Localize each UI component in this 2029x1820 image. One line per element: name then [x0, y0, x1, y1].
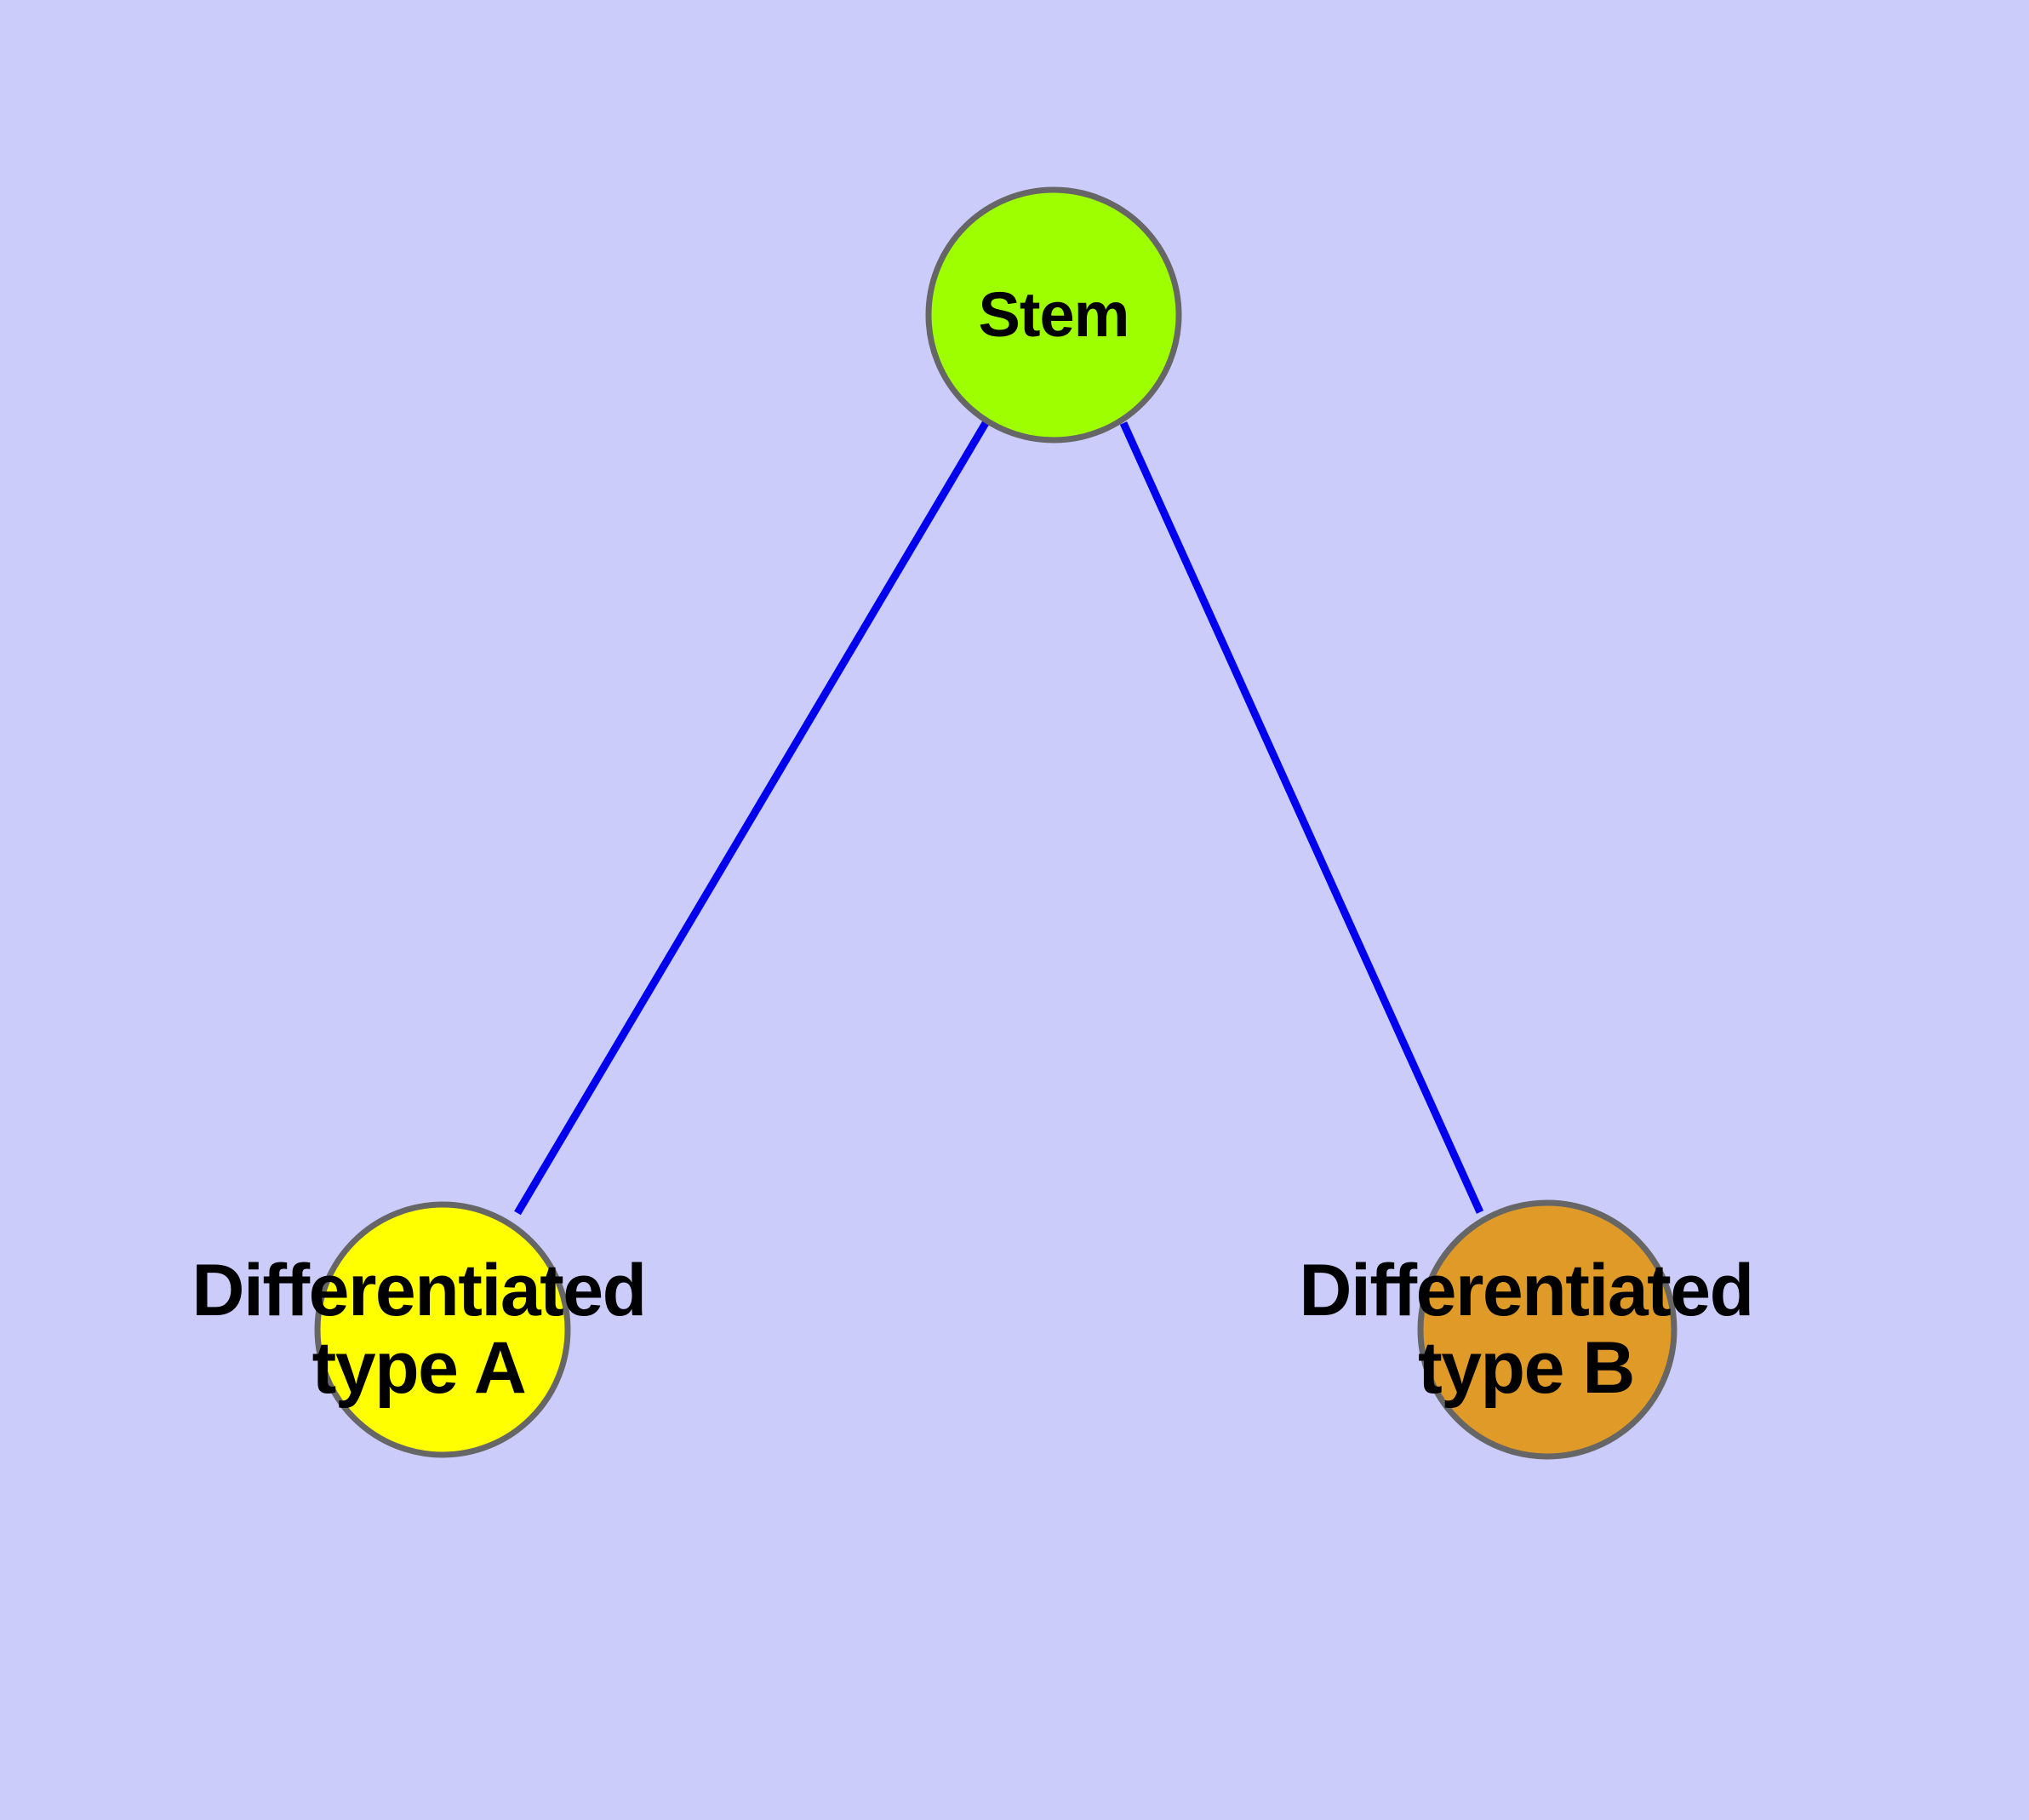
node-differentiated-type-b[interactable] — [1417, 1199, 1677, 1460]
node-stem[interactable] — [925, 186, 1182, 444]
edge-stem-to-differentiated-a[interactable] — [514, 421, 989, 1216]
edge-stem-to-differentiated-b[interactable] — [1119, 421, 1484, 1214]
node-differentiated-type-a[interactable] — [314, 1201, 571, 1458]
